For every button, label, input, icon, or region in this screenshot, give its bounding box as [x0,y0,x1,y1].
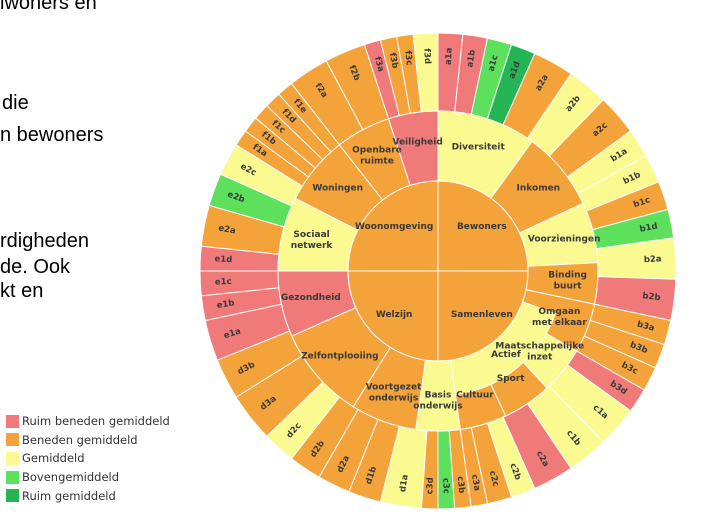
theme-label: met elkaar [532,318,587,328]
theme-label: Openbare [352,146,402,156]
segment-label: f3a [372,56,386,74]
segment-label: e1c [215,277,232,288]
segment-label: a1a [444,47,455,65]
core-welzijn [347,270,439,362]
theme-label: Voorzieningen [528,235,601,245]
theme-label: buurt [554,282,583,292]
theme-label: Actief [491,350,521,360]
theme-label: Gezondheid [281,293,341,303]
theme-label: Veiligheid [392,138,442,148]
background-text-line: kt en [0,280,44,302]
legend-swatch [6,470,19,484]
background-text-line: die [2,92,29,114]
theme-label: Sociaal [293,230,329,240]
legend-swatch [6,433,19,447]
theme-label: Maatschappelijke [495,341,584,351]
segment-label: e2a [217,223,236,236]
legend-swatch [6,414,19,428]
legend-label: Beneden gemiddeld [22,432,138,447]
segment-label: a1c [487,54,501,73]
legend-swatch [6,451,19,465]
segment-label: c3a [469,474,482,492]
theme-label: onderwijs [413,402,462,412]
segment-label: f3c [402,50,414,66]
legend-item: Ruim gemiddeld [6,486,170,505]
segment-label: b2b [642,291,661,303]
segment-label: b3a [636,320,656,334]
segment-label: f3b [387,52,400,69]
legend-swatch [6,489,19,503]
segment-label: b1d [639,221,659,234]
core-label: Welzijn [376,310,413,320]
theme-label: Sport [497,374,526,384]
background-text-line: lwoners en [0,0,97,14]
core-label: Bewoners [457,222,507,232]
segment-label: b2a [644,254,662,265]
theme-label: Zelfontplooiing [301,351,378,361]
theme-label: Cultuur [456,391,494,401]
core-label: Samenleven [451,310,513,320]
segment-label: f3d [421,48,432,64]
legend-item: Ruim beneden gemiddeld [6,412,170,431]
core-ring [347,180,529,362]
theme-label: netwerk [291,241,334,251]
chart-legend: Ruim beneden gemiddeld Beneden gemiddeld… [6,412,170,505]
background-text-line: n bewoners [0,124,104,146]
theme-label: Binding [548,271,587,281]
segment-label: c3b [455,476,467,494]
core-samenleven [437,270,529,362]
theme-label: Voortgezet [366,383,422,393]
segment-label: e1a [223,326,243,341]
segment-label: c3d [425,477,436,494]
legend-label: Bovengemiddeld [22,470,120,485]
segment-label: d1a [398,474,411,493]
legend-label: Ruim beneden gemiddeld [22,414,170,429]
legend-item: Gemiddeld [6,449,170,468]
core-bewoners [437,180,529,272]
theme-label: ruimte [360,157,394,167]
segment-label: c2c [487,470,501,488]
core-woonomgeving [347,180,439,272]
segment-label: c3c [440,478,451,494]
theme-label: Omgaan [538,307,580,317]
legend-label: Gemiddeld [22,451,85,466]
theme-label: onderwijs [369,394,418,404]
segment-label: e1b [216,298,235,311]
segment-label: e1d [214,254,232,265]
background-text-line: rdigheden [0,230,89,252]
legend-label: Ruim gemiddeld [22,488,116,503]
core-label: Woonomgeving [355,222,433,232]
segment-label: a1b [465,49,478,68]
legend-item: Bovengemiddeld [6,468,170,487]
theme-label: Basis [425,391,452,401]
theme-label: Diversiteit [452,142,506,152]
theme-label: Woningen [312,183,363,193]
background-text-line: de. Ook [0,256,71,278]
theme-label: Inkomen [517,183,561,193]
theme-label: inzet [527,352,553,362]
legend-item: Beneden gemiddeld [6,431,170,450]
theme-ring [277,110,599,432]
